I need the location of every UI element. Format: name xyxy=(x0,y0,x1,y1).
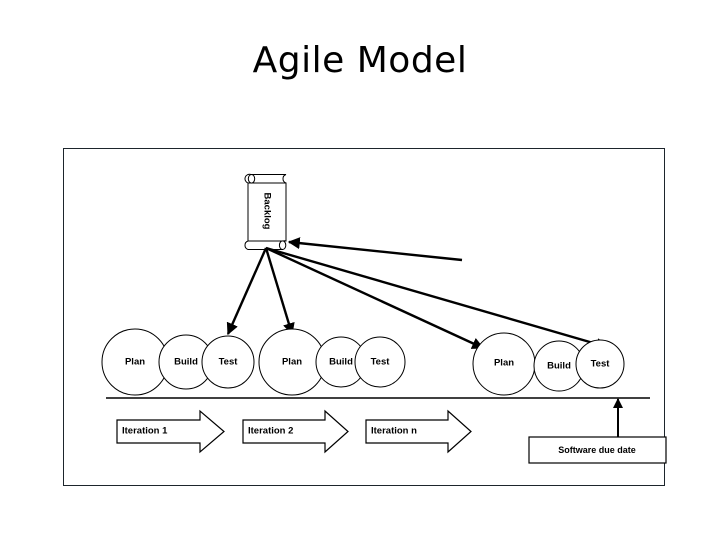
iteration-banner-label: Iteration n xyxy=(371,425,417,437)
iteration-banner-label: Iteration 2 xyxy=(248,425,294,437)
phase-label-plan: Plan xyxy=(493,357,515,369)
backlog-label: Backlog xyxy=(261,192,273,230)
phase-label-test: Test xyxy=(218,356,238,368)
page-title: Agile Model xyxy=(252,40,468,81)
phase-label-plan: Plan xyxy=(124,356,146,368)
phase-label-plan: Plan xyxy=(281,356,303,368)
iteration-banner-label: Iteration 1 xyxy=(122,425,168,437)
phase-label-build: Build xyxy=(174,356,198,368)
phase-label-build: Build xyxy=(329,356,353,368)
phase-label-build: Build xyxy=(547,360,571,372)
software-due-date-label: Software due date xyxy=(558,445,636,455)
phase-label-test: Test xyxy=(590,358,610,370)
phase-label-test: Test xyxy=(370,356,390,368)
